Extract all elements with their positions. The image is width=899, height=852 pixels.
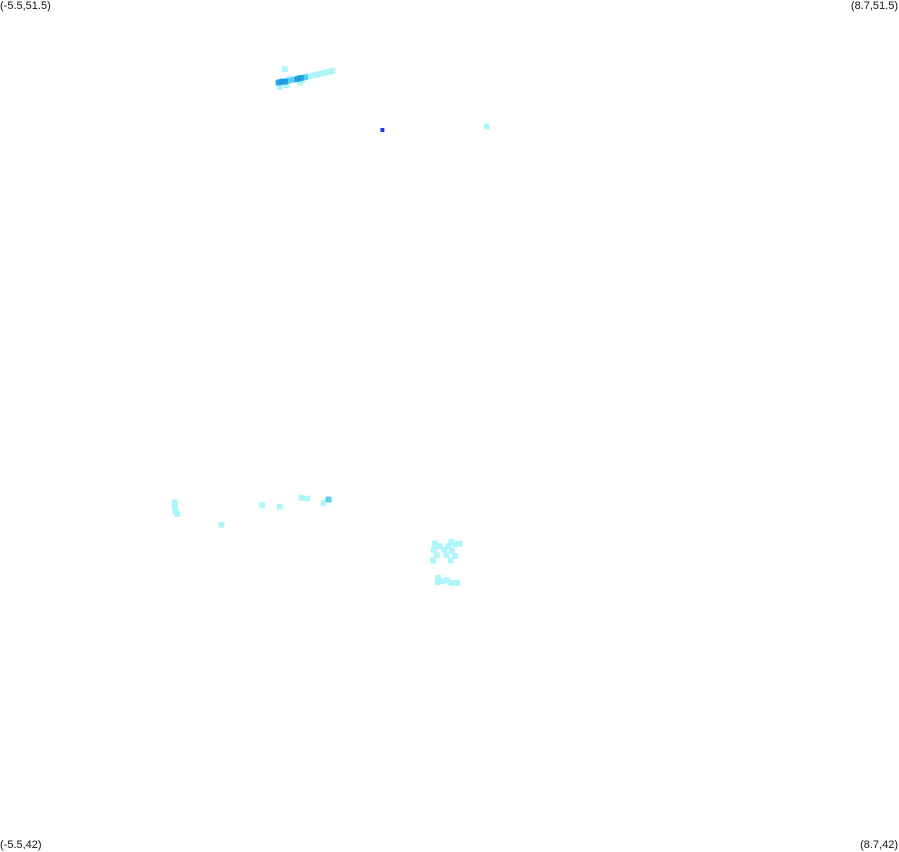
corner-label-top-left: (-5.5,51.5) [0, 0, 51, 12]
map-point [436, 543, 443, 550]
map-point [433, 552, 440, 559]
map-point [297, 75, 304, 81]
corner-label-top-right: (8.7,51.5) [850, 0, 898, 12]
corner-label-bottom-right: (8.7,42) [860, 839, 898, 851]
map-point [320, 500, 327, 507]
map-point [454, 579, 461, 586]
map-point [430, 546, 437, 553]
map-point [304, 495, 311, 502]
map-point [218, 521, 225, 528]
map-point [452, 553, 459, 559]
map-point [483, 123, 490, 130]
map-point [449, 547, 455, 554]
map-point [443, 552, 450, 559]
map-point [281, 66, 288, 73]
map-point [298, 494, 305, 501]
map-point [281, 78, 288, 85]
map-point [447, 557, 454, 564]
map-point [276, 503, 283, 510]
map-point [430, 557, 436, 564]
map-point [259, 501, 266, 508]
map-point [380, 128, 385, 132]
map-point [441, 546, 448, 553]
map-point [329, 67, 336, 74]
map-point [448, 579, 455, 586]
map-point [456, 540, 463, 547]
map-point [325, 496, 332, 503]
corner-label-bottom-left: (-5.5,42) [0, 839, 42, 851]
map-point [174, 510, 181, 517]
map-point [438, 578, 445, 585]
